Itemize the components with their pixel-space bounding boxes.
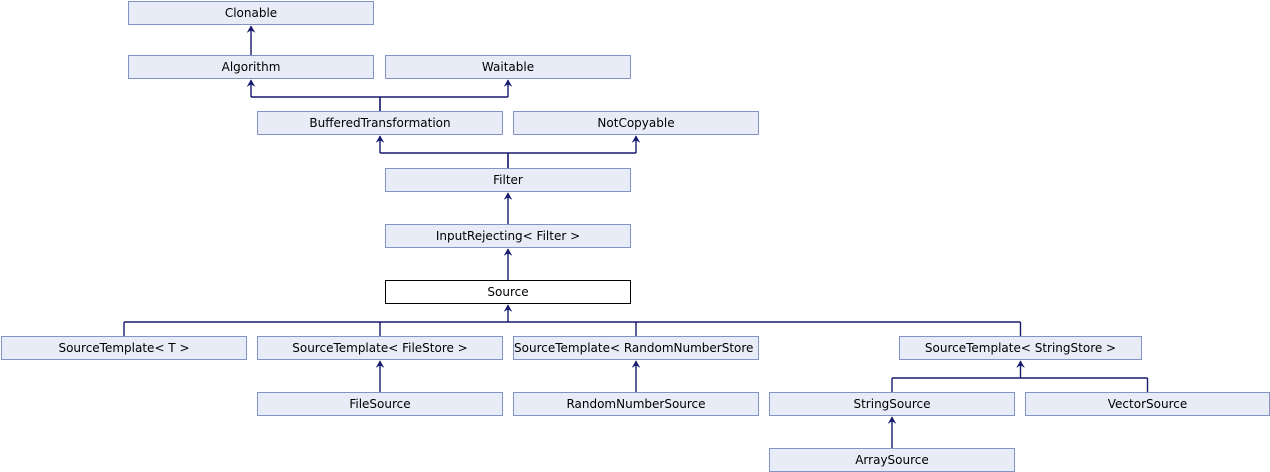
- node-filesource[interactable]: FileSource: [257, 392, 503, 416]
- node-clonable[interactable]: Clonable: [128, 1, 374, 25]
- node-sourcetemplate_t[interactable]: SourceTemplate< T >: [1, 336, 247, 360]
- node-sourcetemplate_stringstore[interactable]: SourceTemplate< StringStore >: [899, 336, 1142, 360]
- node-source[interactable]: Source: [385, 280, 631, 304]
- node-waitable[interactable]: Waitable: [385, 55, 631, 79]
- node-arraysource[interactable]: ArraySource: [769, 448, 1015, 472]
- node-bufferedtransformation[interactable]: BufferedTransformation: [257, 111, 503, 135]
- node-vectorsource[interactable]: VectorSource: [1025, 392, 1270, 416]
- node-algorithm[interactable]: Algorithm: [128, 55, 374, 79]
- node-notcopyable[interactable]: NotCopyable: [513, 111, 759, 135]
- node-randomnumbersource[interactable]: RandomNumberSource: [513, 392, 759, 416]
- node-sourcetemplate_filestore[interactable]: SourceTemplate< FileStore >: [257, 336, 503, 360]
- node-filter[interactable]: Filter: [385, 168, 631, 192]
- node-inputrejecting[interactable]: InputRejecting< Filter >: [385, 224, 631, 248]
- node-stringsource[interactable]: StringSource: [769, 392, 1015, 416]
- node-sourcetemplate_randomnumberstore[interactable]: SourceTemplate< RandomNumberStore >: [513, 336, 759, 360]
